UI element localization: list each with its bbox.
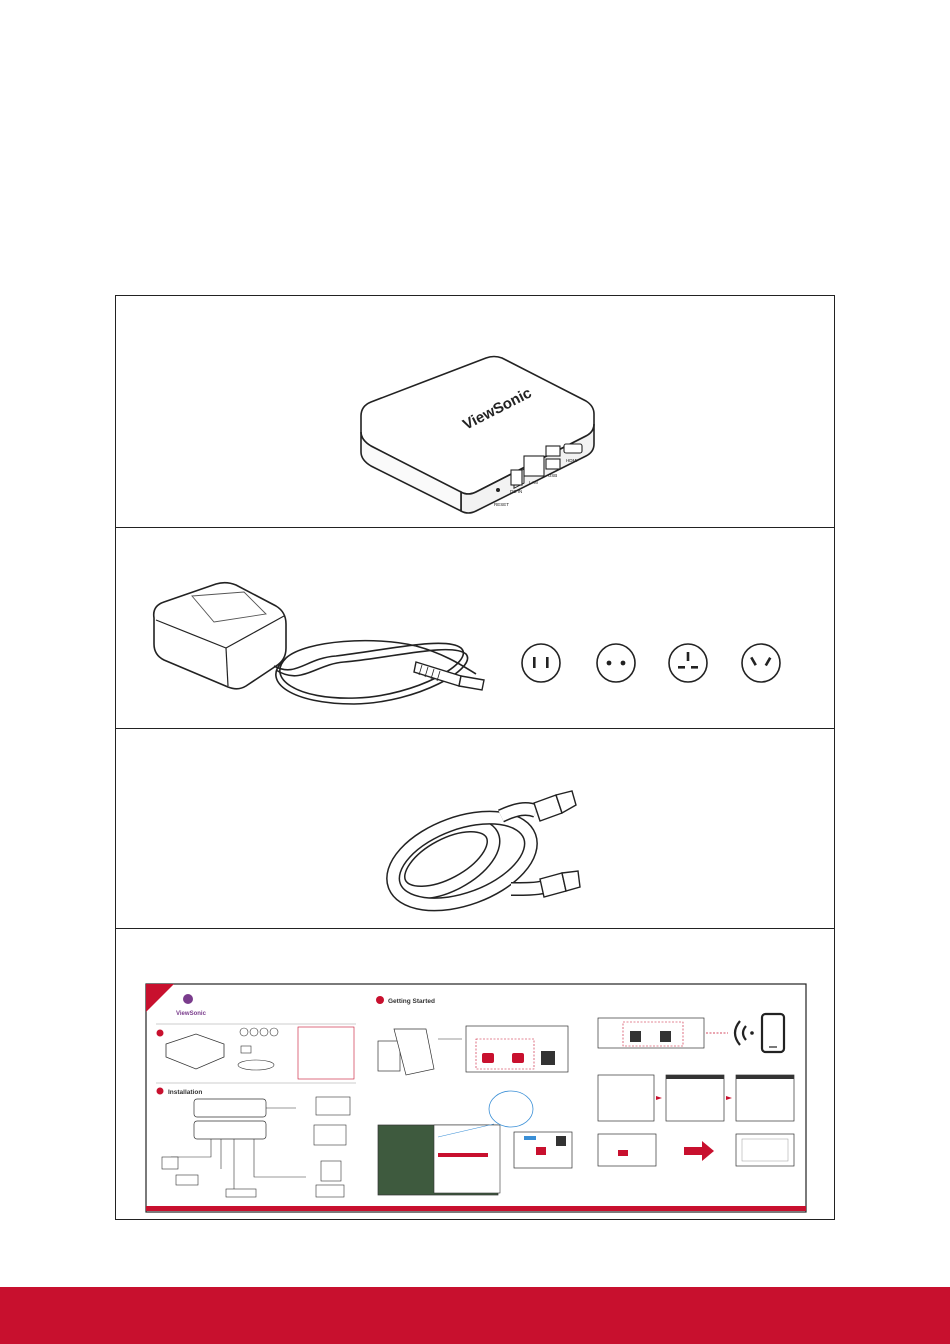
footer-bar <box>0 1287 950 1344</box>
power-adapter-illustration <box>116 528 834 728</box>
hdmi-cable-illustration <box>116 729 834 928</box>
guide-brand: ViewSonic <box>176 1011 207 1017</box>
hdmi-port <box>564 444 582 453</box>
usb-label: USB <box>548 473 557 478</box>
lan-label: LAN <box>529 480 538 485</box>
dc-connector <box>414 662 484 690</box>
hdmi-connector-top <box>534 791 576 821</box>
usb-port-2 <box>546 459 560 469</box>
dc-in-port <box>511 470 522 485</box>
plug-uk-icon <box>669 644 707 682</box>
quick-start-guide-illustration: ViewSonic Installation <box>116 929 834 1219</box>
guide-installation-heading: Installation <box>168 1089 202 1096</box>
dc-in-label: DC IN <box>510 489 522 494</box>
panel-quick-start-guide: ViewSonic Installation <box>116 929 834 1219</box>
plug-au-icon <box>742 644 780 682</box>
reset-label: RESET <box>494 502 509 507</box>
usb-port-1 <box>546 446 560 456</box>
panel-hdmi-cable <box>116 729 834 928</box>
smartphone-icon <box>762 1014 784 1052</box>
plug-us-icon <box>522 644 560 682</box>
panel-media-player: ViewSonic RESET DC IN LAN USB HDMI <box>116 296 834 527</box>
hdmi-label: HDMI <box>566 458 578 463</box>
lan-port <box>524 456 544 476</box>
hdmi-connector-bottom <box>540 871 580 897</box>
guide-logo-bird-icon <box>183 994 193 1004</box>
panel-power-adapter <box>116 528 834 728</box>
reset-button <box>496 488 500 492</box>
media-player-illustration: ViewSonic RESET DC IN LAN USB HDMI <box>116 296 834 527</box>
guide-getting-started-heading: Getting Started <box>388 998 435 1005</box>
guide-bottom-stripe <box>146 1206 806 1211</box>
plug-eu-icon <box>597 644 635 682</box>
package-contents-frame: ViewSonic RESET DC IN LAN USB HDMI <box>115 295 835 1220</box>
adapter-body <box>154 583 286 689</box>
